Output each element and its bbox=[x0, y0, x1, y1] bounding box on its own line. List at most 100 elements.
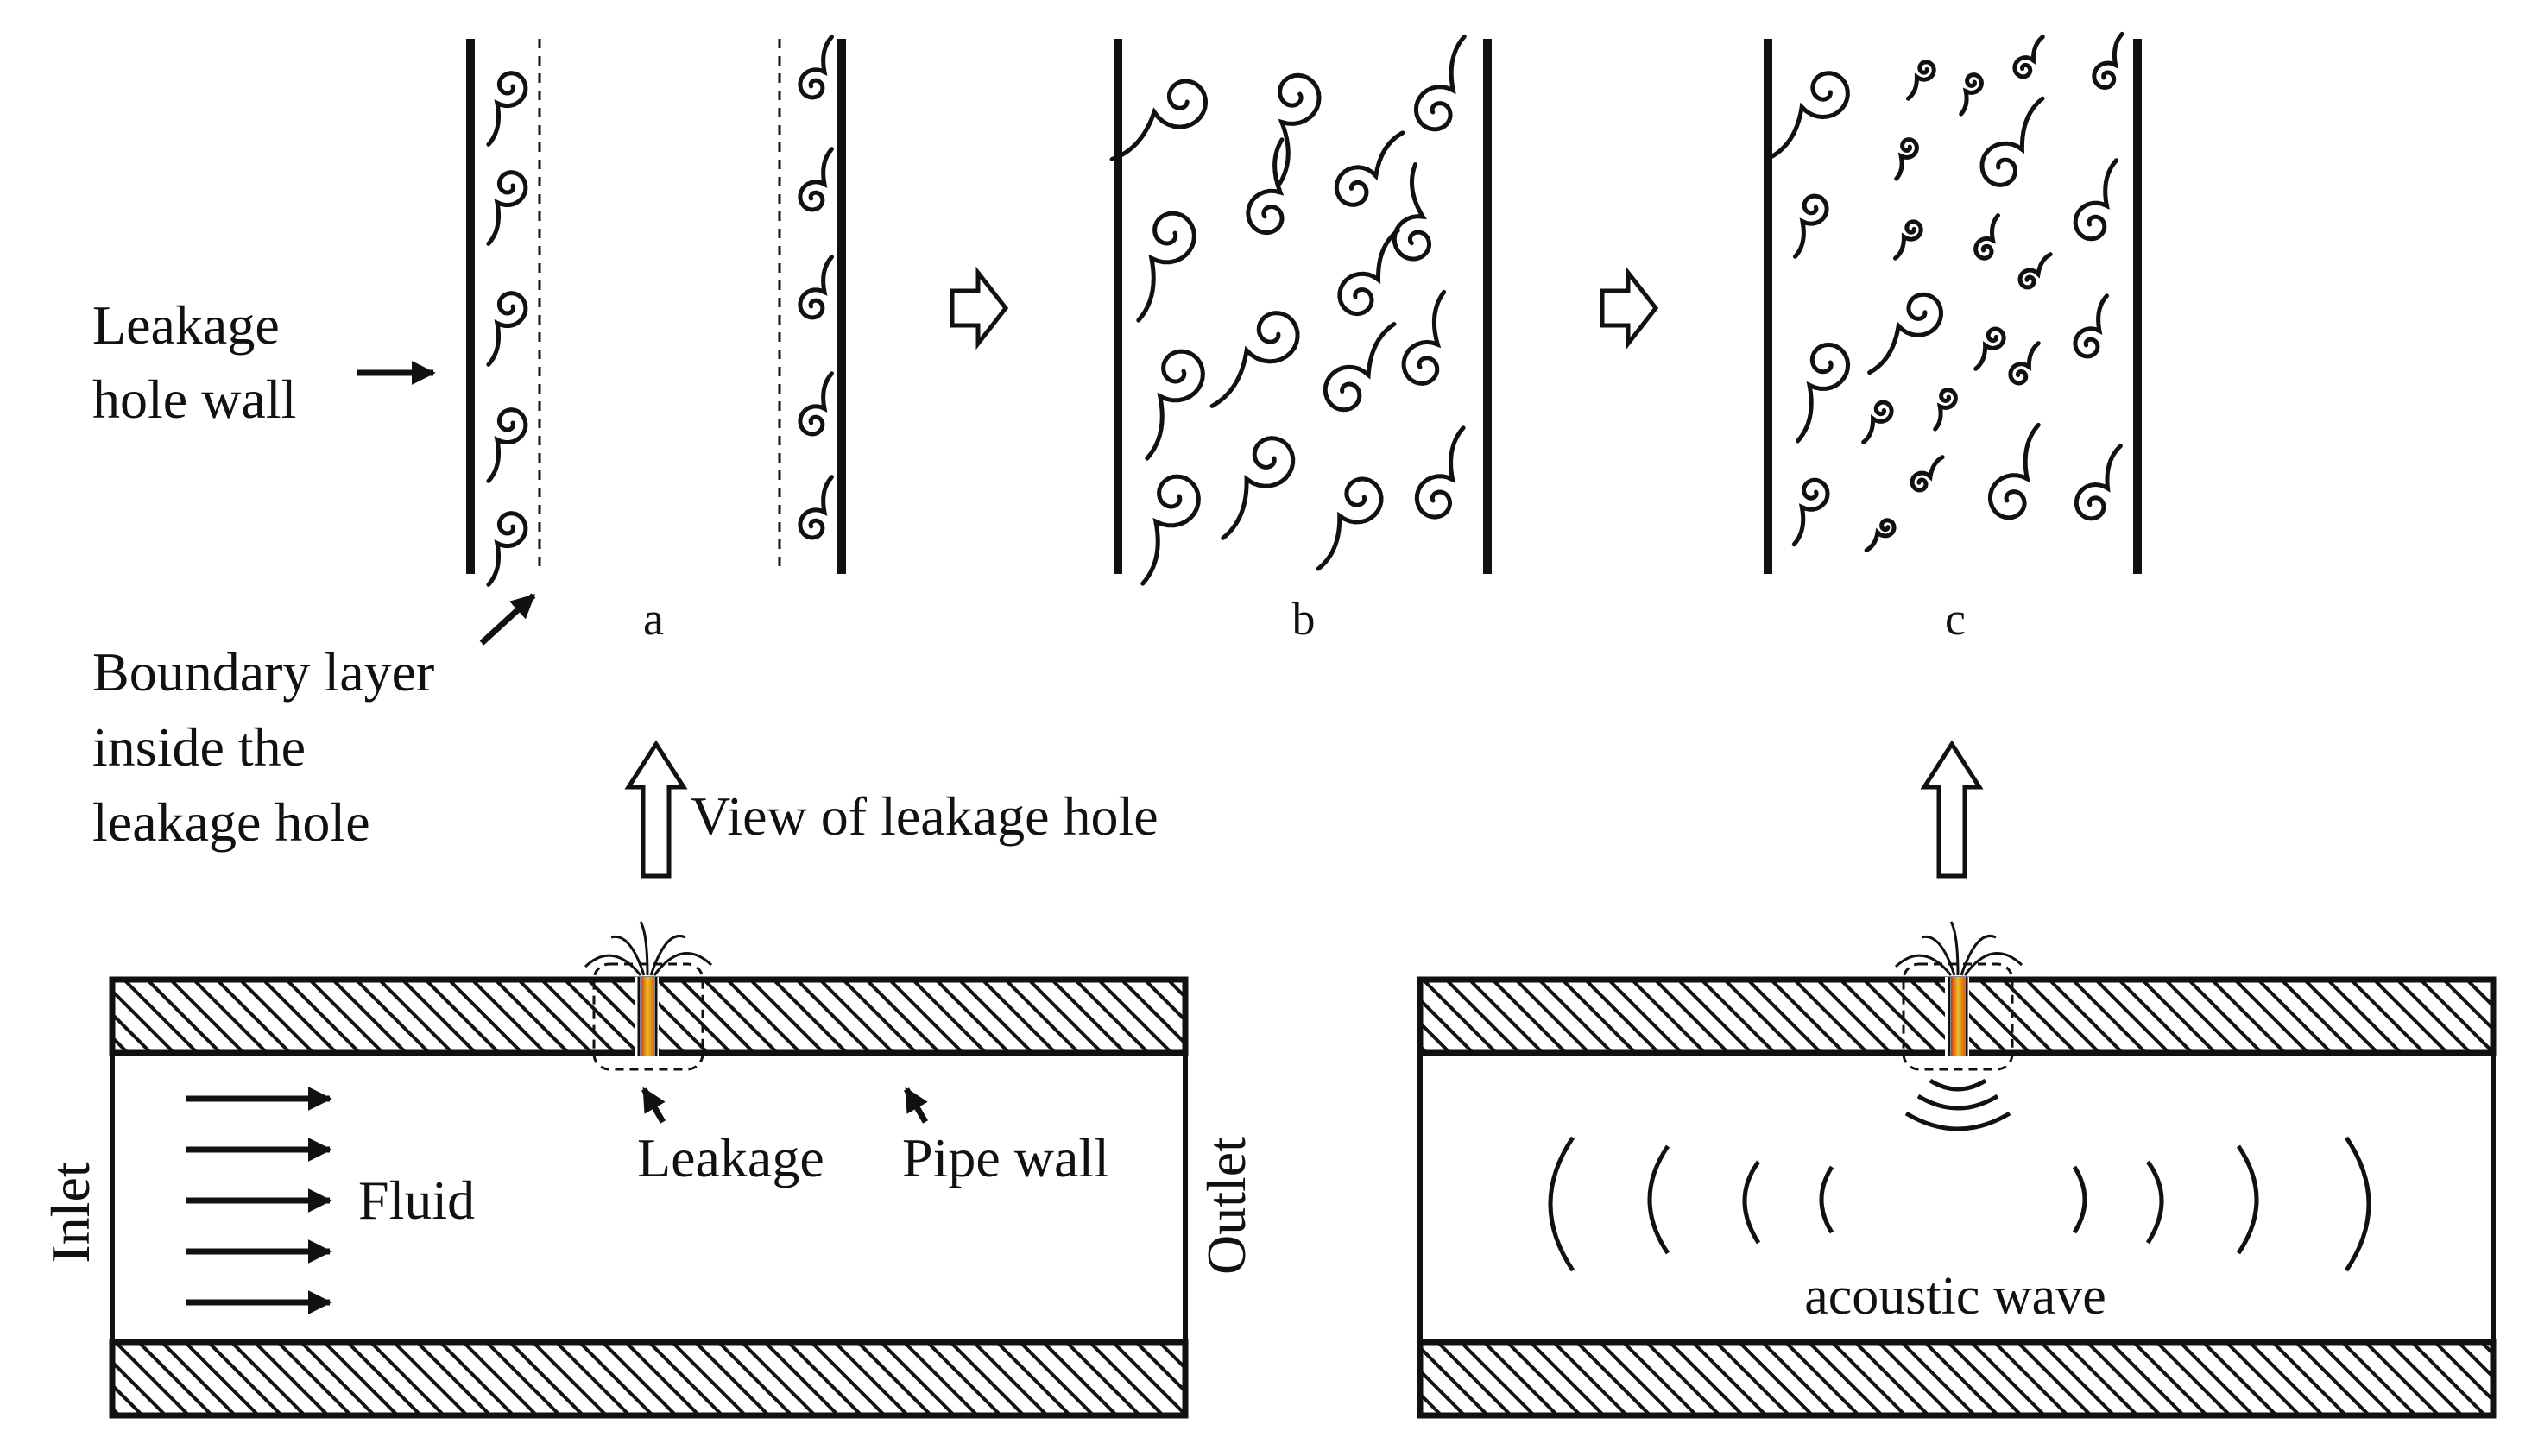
vortex-field-c bbox=[1768, 31, 2124, 553]
left-leak-jet bbox=[641, 977, 654, 1056]
vortex-swirl bbox=[1140, 474, 1201, 586]
vortex-swirl bbox=[1401, 289, 1447, 386]
vortex-swirl bbox=[2017, 252, 2053, 290]
vortex-swirl bbox=[1959, 72, 1984, 117]
spray-stream bbox=[1963, 952, 2023, 976]
panel-b bbox=[1109, 34, 1492, 586]
vortex-swirl bbox=[2008, 341, 2041, 386]
panel-b-label: b bbox=[1292, 593, 1316, 645]
spray-stream bbox=[653, 952, 713, 976]
left-pipe: Fluid Leakage Pipe wall bbox=[109, 921, 1189, 1419]
vortex-swirl bbox=[1323, 322, 1397, 413]
acoustic-wave-right-4 bbox=[2344, 1136, 2371, 1272]
vortex-swirl bbox=[486, 407, 528, 483]
acoustic-wave-left-4 bbox=[1819, 1165, 1834, 1234]
vortex-swirl bbox=[1987, 422, 2041, 520]
acoustic-wave-right-2 bbox=[2145, 1160, 2164, 1245]
spray-stream bbox=[639, 921, 649, 976]
vortex-swirl bbox=[798, 255, 834, 320]
left-leak-spray bbox=[584, 921, 713, 976]
panel-a-label: a bbox=[643, 593, 664, 645]
vortex-swirl bbox=[1414, 425, 1466, 520]
vortex-swirl bbox=[1894, 137, 1919, 181]
vortex-swirl bbox=[2073, 293, 2109, 359]
vortex-swirl bbox=[798, 475, 834, 540]
vortex-swirl bbox=[1793, 193, 1829, 259]
pipe-wall-label: Pipe wall bbox=[902, 1127, 1109, 1188]
vortex-swirl bbox=[2073, 158, 2118, 242]
vortex-swirl bbox=[1413, 34, 1467, 132]
vortex-column-left bbox=[486, 71, 528, 587]
leak-sound-arc-2 bbox=[1916, 1094, 1999, 1111]
vortex-swirl bbox=[2012, 35, 2045, 79]
boundary-layer-arrow bbox=[479, 593, 536, 646]
leakage-hole-wall-label-line1: Leakage bbox=[92, 294, 280, 356]
vortex-swirl bbox=[1209, 311, 1300, 408]
left-pipe-bottom-wall bbox=[109, 1339, 1189, 1419]
spray-stream bbox=[1960, 935, 1997, 976]
acoustic-wave-left-2 bbox=[1647, 1144, 1670, 1255]
panel-c bbox=[1764, 31, 2142, 574]
vortex-swirl bbox=[1867, 292, 1943, 375]
vortex-swirl bbox=[1910, 455, 1945, 493]
acoustic-wave-right-3 bbox=[2236, 1144, 2259, 1255]
acoustic-wave-left-1 bbox=[1548, 1136, 1575, 1272]
leakage-pointer-arrow bbox=[641, 1087, 666, 1124]
vortex-swirl bbox=[798, 35, 834, 100]
spray-stream bbox=[649, 935, 686, 976]
acoustic-wave-label: acoustic wave bbox=[1804, 1267, 2106, 1326]
vortex-swirl bbox=[1334, 130, 1405, 207]
outlet-label: Outlet bbox=[1196, 1137, 1257, 1275]
vortex-swirl bbox=[1278, 72, 1322, 186]
spray-stream bbox=[1894, 954, 1953, 976]
vortex-swirl bbox=[1864, 518, 1897, 553]
view-of-leakage-hole-label: View of leakage hole bbox=[691, 785, 1159, 847]
leak-sound-arc-3 bbox=[1904, 1111, 2011, 1131]
transition-arrow-a-to-b bbox=[950, 266, 1009, 350]
vortex-column-right bbox=[798, 35, 834, 540]
panel-c-label: c bbox=[1945, 593, 1966, 645]
leak-sound-arc-1 bbox=[1929, 1078, 1987, 1092]
acoustic-wave-right-1 bbox=[2072, 1165, 2087, 1234]
fluid-label: Fluid bbox=[358, 1169, 475, 1231]
acoustic-wave-left-3 bbox=[1742, 1160, 1761, 1245]
spray-stream bbox=[610, 935, 646, 976]
vortex-swirl bbox=[1246, 137, 1285, 236]
vortex-swirl bbox=[1892, 219, 1923, 261]
leakage-label: Leakage bbox=[637, 1127, 824, 1188]
boundary-layer-label-line1: Boundary layer bbox=[92, 641, 434, 703]
left-leak-dashed-box bbox=[592, 962, 704, 1071]
vortex-swirl bbox=[798, 371, 834, 437]
vortex-swirl bbox=[1145, 349, 1205, 461]
vortex-swirl bbox=[1337, 228, 1400, 317]
vortex-swirl bbox=[1861, 400, 1894, 444]
vortex-swirl bbox=[1973, 326, 2006, 371]
pipe-wall-pointer-arrow bbox=[903, 1087, 929, 1124]
vortex-field-b bbox=[1109, 34, 1467, 586]
vortex-swirl bbox=[1796, 342, 1851, 444]
right-leak-dashed-box bbox=[1902, 962, 2014, 1071]
vortex-swirl bbox=[1392, 161, 1432, 262]
vortex-swirl bbox=[1905, 60, 1936, 101]
right-leak-jet bbox=[1951, 977, 1965, 1056]
right-leak-spray bbox=[1894, 921, 2023, 976]
vortex-swirl bbox=[1221, 436, 1296, 540]
transition-arrow-b-to-c bbox=[1600, 266, 1659, 350]
vortex-swirl bbox=[1979, 96, 2045, 187]
vortex-swirl bbox=[798, 147, 834, 212]
right-pipe: acoustic wave bbox=[1417, 921, 2497, 1419]
vortex-swirl bbox=[1316, 476, 1384, 571]
spray-stream bbox=[1921, 935, 1956, 976]
right-pipe-bottom-wall bbox=[1417, 1339, 2497, 1419]
spray-stream bbox=[1949, 921, 1960, 976]
panel-a bbox=[466, 35, 846, 587]
vortex-swirl bbox=[1933, 388, 1958, 432]
vortex-swirl bbox=[486, 71, 528, 147]
vortex-swirl bbox=[2092, 31, 2124, 91]
vortex-swirl bbox=[2074, 444, 2123, 521]
vortex-swirl bbox=[1973, 213, 2000, 261]
vortex-swirl bbox=[1791, 477, 1830, 547]
view-up-arrow-left bbox=[624, 740, 688, 879]
boundary-layer-label-line2: inside the bbox=[92, 716, 306, 778]
